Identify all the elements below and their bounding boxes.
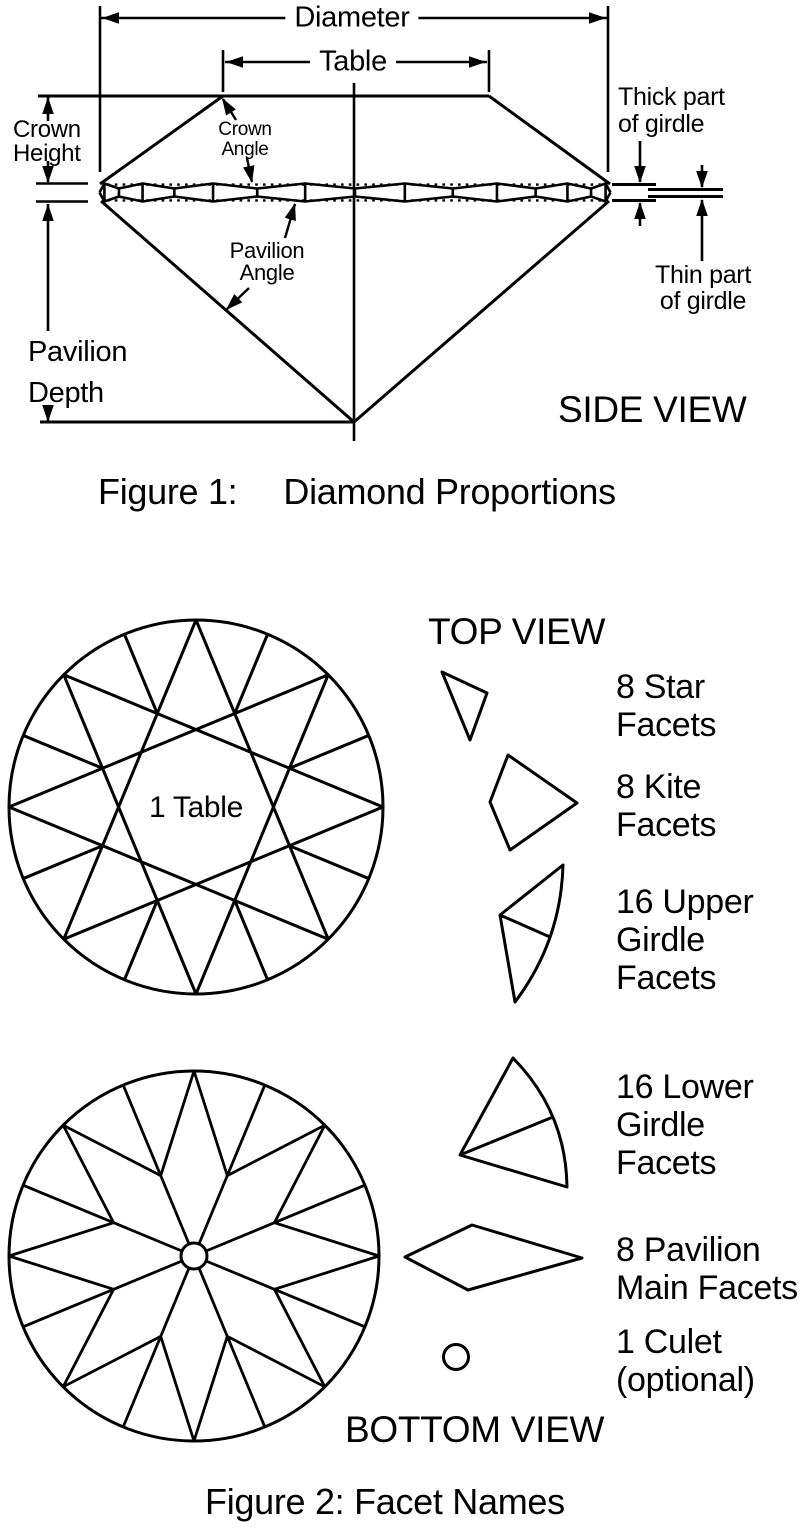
pavilion-depth-line1: Pavilion (28, 336, 128, 368)
legend-line: Facets (616, 1144, 717, 1182)
legend-line: Facets (616, 959, 717, 997)
kite-facet-glyph (488, 753, 579, 852)
legend-line: Girdle (616, 921, 705, 959)
pavilion-angle-line2: Angle (239, 260, 295, 285)
thick-girdle-line1: Thick part (618, 83, 725, 111)
pavilion-angle-line1: Pavilion (229, 238, 305, 263)
legend-culet: 1 Culet (optional) (616, 1323, 755, 1399)
figure1-caption: Figure 1: Diamond Proportions (98, 470, 616, 513)
bottom-view-heading: BOTTOM VIEW (345, 1409, 605, 1450)
crown-height-line2: Height (13, 140, 81, 167)
figure1-caption-title: Diamond Proportions (283, 471, 616, 512)
crown-angle-line1: Crown (218, 119, 272, 140)
star-facet-glyph (440, 670, 489, 742)
upper-girdle-glyph (498, 863, 565, 1004)
table-dimension-label: Table (310, 44, 396, 80)
thick-girdle-line2: of girdle (618, 110, 705, 138)
legend-star-facets: 8 Star Facets (616, 668, 717, 744)
legend-line: 16 Lower (616, 1068, 754, 1106)
thin-girdle-label: Thin part of girdle (655, 262, 751, 315)
thick-girdle-label: Thick part of girdle (618, 84, 725, 138)
legend-upper-girdle-facets: 16 Upper Girdle Facets (616, 883, 754, 997)
bottom-view-diagram (7, 1069, 381, 1443)
facet-glyphs (403, 670, 584, 1371)
legend-line: Facets (616, 706, 717, 744)
crown-angle-label: Crown Angle (218, 119, 272, 160)
legend-line: Facets (616, 806, 717, 844)
top-view-diagram (7, 618, 385, 996)
legend-line: 1 Culet (616, 1323, 722, 1361)
legend-line: 16 Upper (616, 883, 754, 921)
pavilion-depth-label: Pavilion Depth (28, 332, 127, 413)
diameter-dimension-label: Diameter (285, 0, 419, 36)
crown-angle-line2: Angle (221, 138, 269, 160)
thin-girdle-line2: of girdle (659, 287, 747, 316)
thin-girdle-line1: Thin part (655, 261, 751, 289)
legend-lower-girdle-facets: 16 Lower Girdle Facets (616, 1068, 754, 1182)
lower-girdle-glyph (458, 1056, 569, 1189)
crown-height-label: Crown Height (13, 118, 81, 166)
figure1-caption-prefix: Figure 1: (98, 471, 238, 512)
legend-line: 8 Star (616, 668, 705, 706)
girdle-band (98, 182, 612, 203)
pavilion-main-glyph (403, 1223, 584, 1292)
pavilion-angle-label: Pavilion Angle (230, 240, 305, 284)
legend-line: 8 Kite (616, 768, 702, 806)
figure2-caption: Figure 2: Facet Names (205, 1481, 565, 1522)
legend-pavilion-main-facets: 8 Pavilion Main Facets (616, 1231, 798, 1307)
crown-height-line1: Crown (13, 116, 81, 143)
legend-line: (optional) (616, 1361, 755, 1399)
culet-glyph (442, 1343, 470, 1371)
side-view-heading: SIDE VIEW (558, 389, 747, 430)
legend-line: Main Facets (616, 1269, 798, 1307)
culet-circle (179, 1241, 209, 1271)
legend-line: Girdle (616, 1106, 705, 1144)
side-view-diagram (36, 6, 723, 441)
top-view-heading: TOP VIEW (428, 611, 606, 652)
legend-kite-facets: 8 Kite Facets (616, 768, 717, 844)
table-facet-label: 1 Table (148, 791, 244, 824)
pavilion-depth-line2: Depth (28, 376, 104, 409)
legend-line: 8 Pavilion (616, 1231, 761, 1269)
